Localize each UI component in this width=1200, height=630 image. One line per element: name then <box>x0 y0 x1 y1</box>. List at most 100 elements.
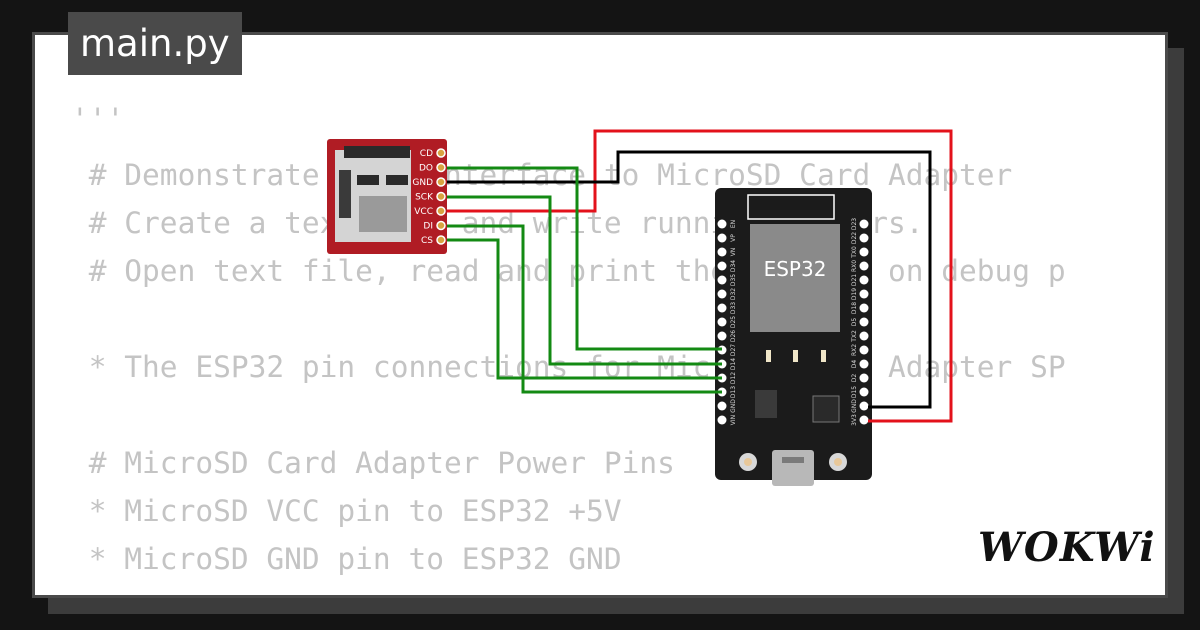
boot-button-cap <box>744 458 752 466</box>
usb-uart-chip <box>812 395 840 423</box>
wire-vcc[interactable] <box>447 129 953 423</box>
esp32-chip-label: ESP32 <box>764 257 827 281</box>
esp32-pin-label: GND <box>851 399 858 413</box>
esp32-pin-3v3[interactable] <box>859 415 869 425</box>
esp32-pin-label: D23 <box>851 218 858 230</box>
sd-pin-sck[interactable] <box>436 191 446 202</box>
esp32-pin-label: RX2 <box>851 344 858 356</box>
wire-sck-d14[interactable] <box>447 195 722 366</box>
esp32-pin-label: D26 <box>730 330 737 342</box>
code-line: # Open text file, read and print the con… <box>71 254 1066 288</box>
sd-pin-label: DO <box>419 164 433 174</box>
sd-pin-label: CD <box>420 149 433 159</box>
esp32-pin-label: VN <box>730 248 737 257</box>
sd-pin-vcc[interactable] <box>436 206 446 216</box>
usb-port <box>772 450 814 486</box>
esp32-antenna <box>747 194 835 220</box>
sd-pin-label: CS <box>421 236 433 246</box>
usb-port-slot <box>782 457 804 463</box>
sd-card-contacts <box>359 196 407 232</box>
sd-pin-gnd[interactable] <box>436 177 446 187</box>
esp32-pin-label: D12 <box>730 372 737 384</box>
esp32-pin-d19[interactable] <box>859 289 869 299</box>
esp32-pin-gnd[interactable] <box>859 401 869 411</box>
esp32-pin-tx2[interactable] <box>859 331 869 341</box>
esp32-pin-d22[interactable] <box>859 233 869 243</box>
esp32-pin-label: EN <box>730 220 737 228</box>
esp32-pin-label: TX0 <box>851 246 858 259</box>
esp32-pin-label: D33 <box>730 302 737 314</box>
esp32-pin-d32[interactable] <box>717 289 727 299</box>
sd-pin-di[interactable] <box>436 220 446 231</box>
smd-component-3 <box>821 350 826 362</box>
esp32-pin-d25[interactable] <box>717 317 727 327</box>
esp32-pin-label: D27 <box>730 344 737 356</box>
sd-pin-label: DI <box>423 222 433 232</box>
esp32-pin-d33[interactable] <box>717 303 727 313</box>
esp32-pin-label: 3V3 <box>851 414 858 426</box>
code-line: * MicroSD VCC pin to ESP32 +5V <box>71 494 622 528</box>
esp32-pin-label: D15 <box>851 386 858 398</box>
wire-gnd[interactable] <box>447 150 932 409</box>
esp32-pin-vn[interactable] <box>717 247 727 257</box>
smd-component-2 <box>793 350 798 362</box>
esp32-pin-label: GND <box>730 399 737 413</box>
sd-slot-spring <box>339 170 351 218</box>
esp32-pin-vp[interactable] <box>717 233 727 243</box>
esp32-pin-label: D13 <box>730 386 737 398</box>
esp32-pin-d35[interactable] <box>717 275 727 285</box>
esp32-pin-label: D21 <box>851 274 858 286</box>
esp32-pin-label: TX2 <box>851 330 858 343</box>
esp32-pin-label: RX0 <box>851 260 858 272</box>
sd-pin-label: VCC <box>414 207 433 217</box>
wire-di-d13[interactable] <box>447 224 722 394</box>
esp32-pin-d18[interactable] <box>859 303 869 313</box>
esp32-pin-label: D18 <box>851 302 858 314</box>
esp32-chip <box>750 224 840 332</box>
esp32-pin-gnd[interactable] <box>717 401 727 411</box>
en-button-cap <box>834 458 842 466</box>
esp32-pin-d23[interactable] <box>859 219 869 229</box>
wire-cs-d12[interactable] <box>447 238 722 380</box>
smd-component-1 <box>766 350 771 362</box>
voltage-regulator <box>755 390 777 418</box>
esp32-devkit[interactable]: ESP32 ENVPVND34D35D32D33D25D26D27D14D12D… <box>715 188 872 486</box>
esp32-pin-label: VIN <box>730 415 737 425</box>
sd-component-a <box>357 175 379 185</box>
wire-do-d27[interactable] <box>447 166 722 351</box>
esp32-pin-label: D19 <box>851 288 858 300</box>
esp32-pin-d4[interactable] <box>859 359 869 369</box>
esp32-pin-label: D2 <box>851 374 858 383</box>
wokwi-logo: WOKWi <box>978 524 1156 571</box>
sd-pin-cd[interactable] <box>436 148 446 158</box>
sd-card-edge <box>344 146 410 158</box>
esp32-pin-label: D5 <box>851 318 858 327</box>
esp32-pin-en[interactable] <box>717 219 727 229</box>
sd-pin-cs[interactable] <box>436 235 446 245</box>
code-line: * MicroSD GND pin to ESP32 GND <box>71 542 622 576</box>
esp32-pin-vin[interactable] <box>717 415 727 425</box>
esp32-pin-rx2[interactable] <box>859 345 869 355</box>
esp32-pin-label: D22 <box>851 232 858 244</box>
esp32-pin-tx0[interactable] <box>859 247 869 257</box>
esp32-pin-d5[interactable] <box>859 317 869 327</box>
esp32-pin-label: D34 <box>730 260 737 272</box>
esp32-pin-d34[interactable] <box>717 261 727 271</box>
esp32-pin-label: D4 <box>851 360 858 369</box>
esp32-pin-label: D14 <box>730 358 737 370</box>
esp32-pin-rx0[interactable] <box>859 261 869 271</box>
esp32-pin-d21[interactable] <box>859 275 869 285</box>
esp32-pin-d15[interactable] <box>859 387 869 397</box>
code-background: ''' # Demonstrate SPI2 interface to Micr… <box>35 35 1165 595</box>
esp32-pin-d26[interactable] <box>717 331 727 341</box>
esp32-pin-d2[interactable] <box>859 373 869 383</box>
esp32-pin-label: D35 <box>730 274 737 286</box>
esp32-pin-label: VP <box>730 234 737 242</box>
file-tab[interactable]: main.py <box>68 12 242 75</box>
preview-card: ''' # Demonstrate SPI2 interface to Micr… <box>32 32 1168 598</box>
sd-pin-label: SCK <box>415 193 434 203</box>
sd-pin-do[interactable] <box>436 162 446 173</box>
